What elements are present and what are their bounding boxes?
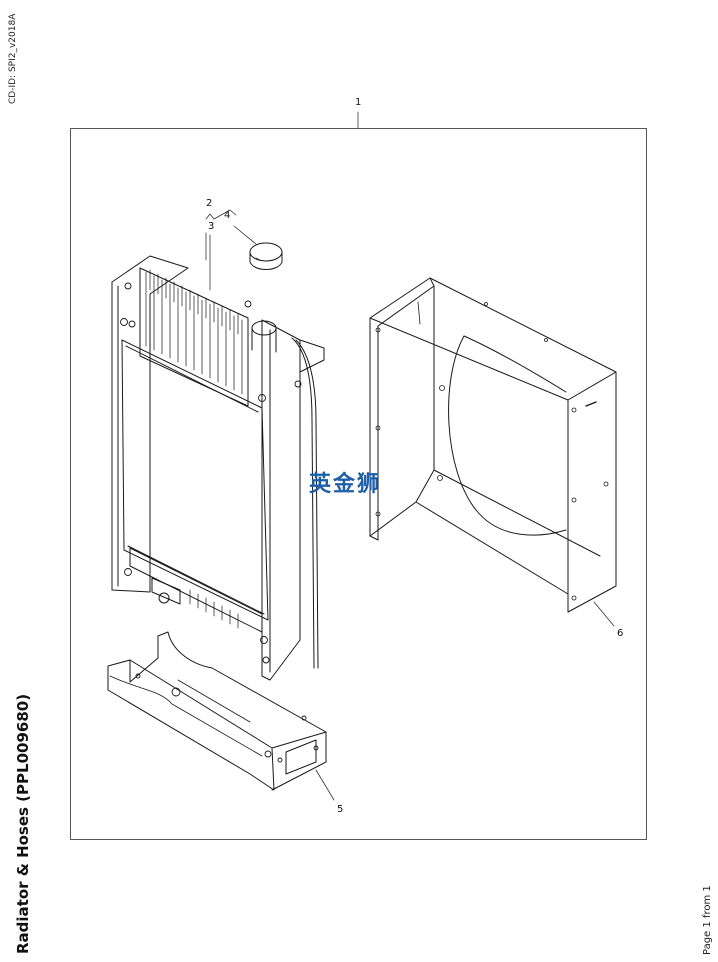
fan-shroud [369,277,617,613]
callout-2: 2 [206,198,213,209]
watermark-logo: 英金狮 [309,472,382,497]
radiator-cap [249,242,283,270]
callout-4: 4 [224,210,231,221]
radiator-core [111,255,325,681]
callout-5: 5 [337,804,344,815]
callout-6: 6 [617,628,624,639]
drawing-frame [70,128,647,840]
callout-3: 3 [208,221,215,232]
leader-lines [205,111,615,801]
mounting-bracket [107,631,327,791]
callout-1: 1 [355,97,362,108]
